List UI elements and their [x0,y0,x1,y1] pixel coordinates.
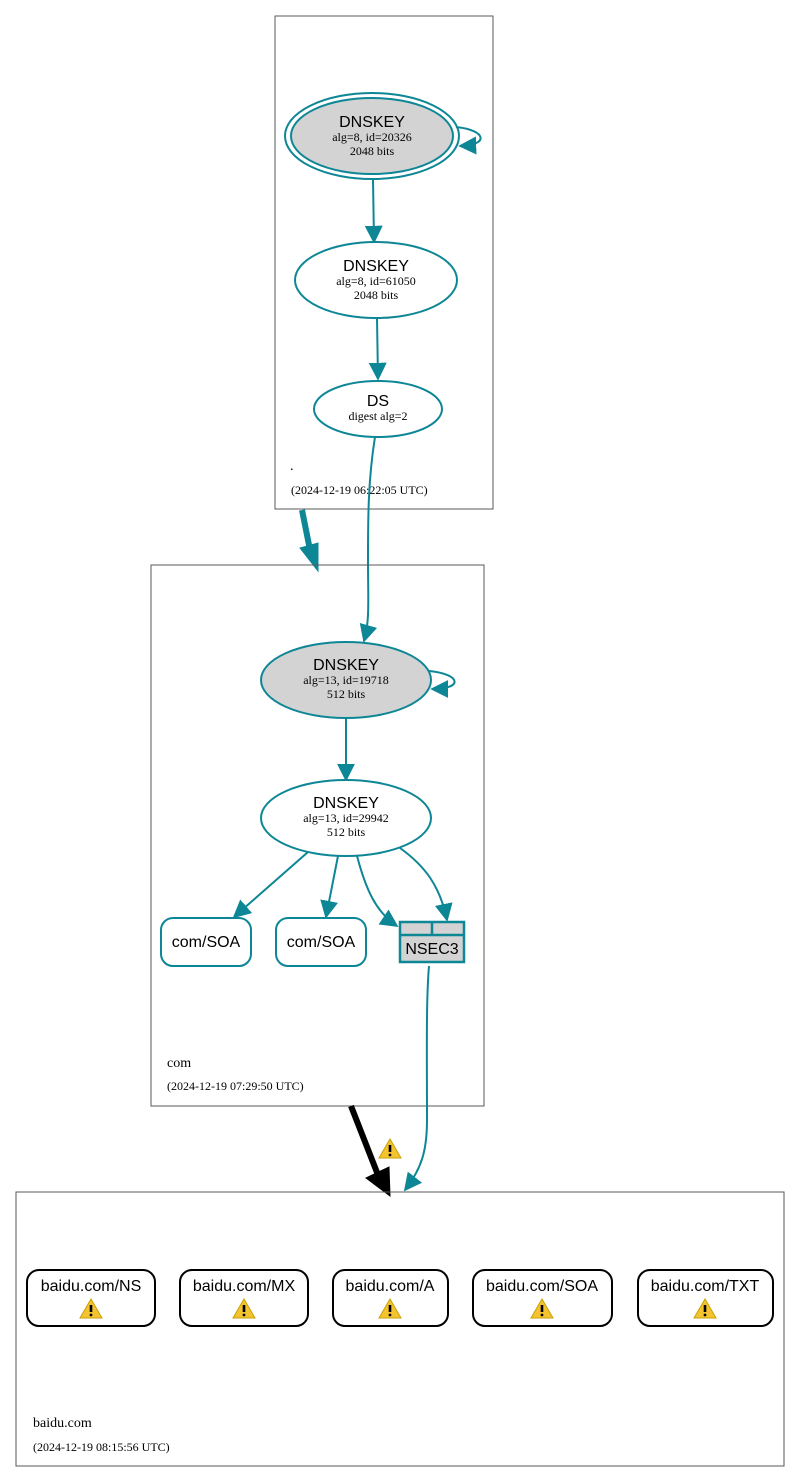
baidu-a-node[interactable]: baidu.com/A [332,1269,449,1327]
baidu-txt-node[interactable]: baidu.com/TXT [637,1269,774,1327]
com-ksk-node[interactable]: DNSKEY alg=13, id=19718 512 bits [260,641,432,719]
com-soa-node-2[interactable]: com/SOA [275,917,367,967]
com-zsk-bits: 512 bits [327,825,366,839]
com-soa-label-1: com/SOA [172,934,241,951]
root-zsk-node[interactable]: DNSKEY alg=8, id=61050 2048 bits [294,241,458,319]
edge-com-zsk-to-soa2 [320,855,339,919]
com-zsk-node[interactable]: DNSKEY alg=13, id=29942 512 bits [260,779,432,857]
root-ksk-node[interactable]: DNSKEY alg=8, id=20326 2048 bits [284,92,460,180]
root-zsk-title: DNSKEY [343,258,409,275]
baidu-mx-label: baidu.com/MX [193,1278,296,1295]
root-ds-title: DS [367,393,389,410]
com-nsec3-node[interactable]: NSEC3 [398,920,466,964]
root-ksk-bits: 2048 bits [350,144,395,158]
root-ksk-alg: alg=8, id=20326 [332,130,412,144]
zone-com-box [150,564,485,1107]
edge-nsec3-to-baidu [403,965,430,1192]
edge-com-zsk-to-soa1 [232,851,309,919]
zone-root-box [274,15,494,510]
root-ksk-self-signature [455,126,482,155]
warning-icon [378,1138,402,1159]
edge-ds-to-com-ksk [359,436,378,643]
root-zsk-alg: alg=8, id=61050 [336,274,416,288]
baidu-soa-node[interactable]: baidu.com/SOA [472,1269,613,1327]
com-ksk-alg: alg=13, id=19718 [303,673,389,687]
edge-com-zsk-to-nsec3-a [356,855,399,927]
com-zsk-alg: alg=13, id=29942 [303,811,389,825]
root-ksk-title: DNSKEY [339,114,405,131]
root-ds-node[interactable]: DS digest alg=2 [313,380,443,438]
baidu-mx-node[interactable]: baidu.com/MX [179,1269,309,1327]
com-ksk-self-signature [428,670,456,698]
com-zone-timestamp: (2024-12-19 07:29:50 UTC) [167,1079,304,1093]
com-ksk-title: DNSKEY [313,657,379,674]
root-zsk-bits: 2048 bits [354,288,399,302]
root-zone-timestamp: (2024-12-19 06:22:05 UTC) [291,483,428,497]
baidu-soa-label: baidu.com/SOA [486,1278,598,1295]
com-zsk-title: DNSKEY [313,795,379,812]
baidu-ns-label: baidu.com/NS [41,1278,142,1295]
edge-root-ksk-to-zsk [364,178,383,244]
root-zone-name: . [290,459,294,474]
edge-com-zsk-to-nsec3-b [399,847,453,922]
com-ksk-bits: 512 bits [327,687,366,701]
com-soa-node-1[interactable]: com/SOA [160,917,252,967]
delegation-root-to-com [299,509,313,551]
baidu-ns-node[interactable]: baidu.com/NS [26,1269,156,1327]
baidu-zone-name: baidu.com [33,1416,92,1431]
com-nsec3-label: NSEC3 [405,941,458,958]
edge-root-zsk-to-ds [368,317,387,381]
baidu-a-label: baidu.com/A [346,1278,435,1295]
com-soa-label-2: com/SOA [287,934,356,951]
zone-baidu-box [15,1191,785,1467]
baidu-txt-label: baidu.com/TXT [651,1278,760,1295]
delegation-com-to-baidu [348,1104,381,1177]
root-ds-digest: digest alg=2 [348,409,407,423]
baidu-zone-timestamp: (2024-12-19 08:15:56 UTC) [33,1440,170,1454]
com-zone-name: com [167,1056,191,1071]
